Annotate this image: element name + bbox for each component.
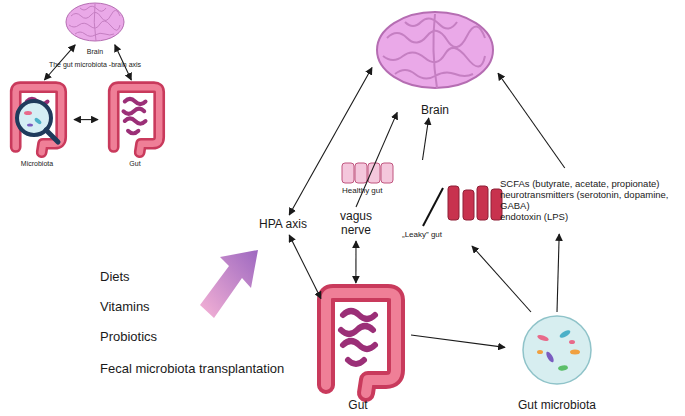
arrow-connector bbox=[356, 112, 397, 207]
magnifier bbox=[17, 101, 58, 142]
divider bbox=[423, 188, 443, 226]
brain-illustration: Brain bbox=[62, 0, 128, 56]
gut-illustration: Gut bbox=[98, 80, 172, 168]
arrow-connector bbox=[411, 335, 505, 347]
node-text: Gut microbiota bbox=[518, 399, 596, 413]
node-text: Brain bbox=[87, 48, 103, 56]
arrow-connector bbox=[355, 241, 356, 283]
arrow-connector bbox=[472, 246, 531, 312]
node-text: HPA axis bbox=[259, 218, 307, 232]
leaky-cells bbox=[448, 186, 502, 220]
gut-illustration: Gut bbox=[305, 283, 411, 413]
pathway-label: HPA axis bbox=[252, 215, 314, 235]
gut-drawing bbox=[16, 87, 62, 152]
node-text: vagus nerve bbox=[333, 210, 379, 238]
microbiota-drawing bbox=[523, 316, 591, 384]
node-text: Gut bbox=[129, 160, 140, 168]
node-text: SCFAs (butyrate, acetate, propionate) bbox=[500, 179, 659, 190]
microbiota-illustration: Microbiota bbox=[0, 80, 74, 168]
intervention-item: Probiotics bbox=[100, 330, 157, 345]
arrow-connector bbox=[74, 119, 98, 120]
microbiota-circle: Gut microbiota bbox=[505, 312, 609, 413]
node-text: neurotransmitters (serotonin, dopamine, … bbox=[500, 190, 685, 212]
intervention-item: Vitamins bbox=[100, 300, 150, 315]
arrow-connector bbox=[557, 234, 559, 312]
node-text: endotoxin (LPS) bbox=[500, 212, 568, 223]
axis-title: The gut microbiota -brain axis bbox=[48, 61, 142, 69]
metabolite-list: SCFAs (butyrate, acetate, propionate)neu… bbox=[500, 168, 685, 234]
node-text: Healthy gut bbox=[342, 186, 382, 195]
arrow-connector bbox=[115, 45, 132, 80]
brain-drawing bbox=[66, 3, 124, 41]
healthy-cells bbox=[342, 163, 393, 183]
node-text: Microbiota bbox=[21, 160, 53, 168]
arrow-connector bbox=[289, 235, 321, 299]
node-text: Brain bbox=[421, 104, 449, 118]
arrow-connector bbox=[498, 73, 565, 168]
node-text: Gut bbox=[348, 399, 367, 413]
brain-drawing bbox=[377, 12, 493, 88]
node-text: „Leaky” gut bbox=[402, 230, 442, 239]
brain-illustration: Brain bbox=[372, 6, 498, 118]
gut-drawing bbox=[114, 87, 160, 152]
intervention-arrow bbox=[200, 250, 258, 318]
arrow-connector bbox=[44, 45, 75, 80]
intervention-item: Diets bbox=[100, 270, 130, 285]
arrow-connector bbox=[423, 118, 429, 160]
intervention-item: Fecal microbiota transplantation bbox=[100, 362, 284, 377]
gut-barrier: Healthy gut „Leaky” gut bbox=[340, 160, 505, 246]
gut-drawing bbox=[326, 293, 396, 393]
pathway-label: vagus nerve bbox=[333, 207, 379, 241]
arrow-connector bbox=[289, 68, 372, 215]
